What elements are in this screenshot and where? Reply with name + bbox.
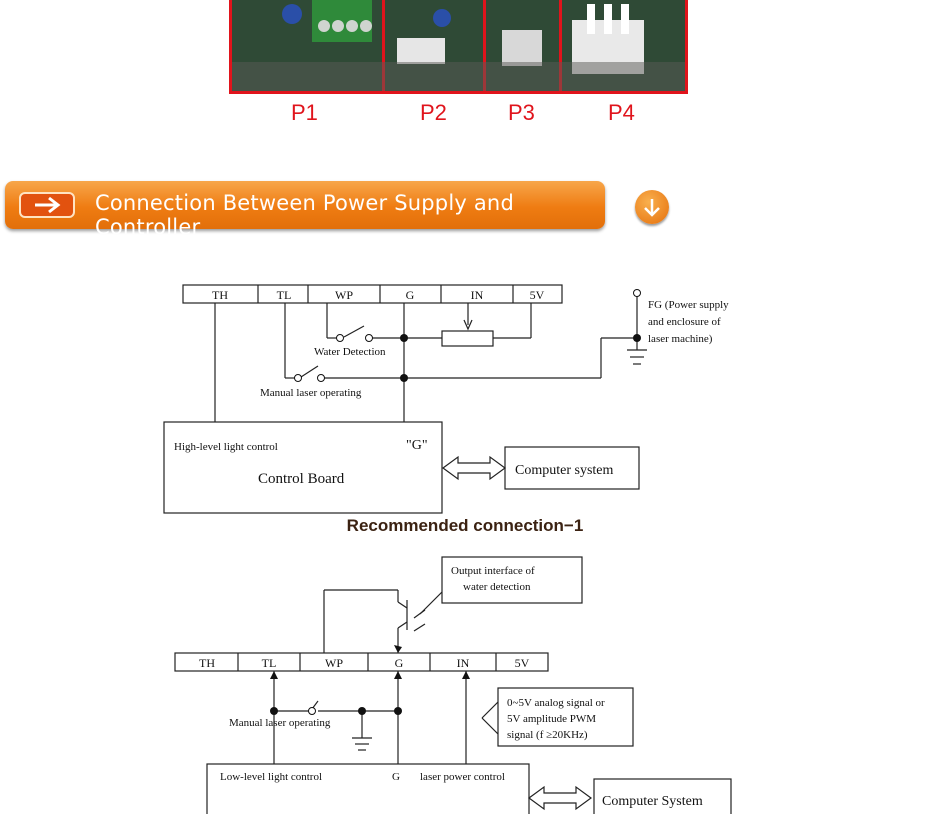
terminal-wp: WP [325, 656, 343, 670]
board-g-label: "G" [406, 438, 428, 453]
computer-system-label: Computer System [602, 794, 703, 809]
board-right-label: laser power control [420, 771, 505, 783]
pcb-divider [382, 0, 385, 91]
fg-note-line: and enclosure of [648, 316, 721, 328]
terminal-th: TH [199, 656, 215, 670]
signal-note-line: 0~5V analog signal or [507, 697, 605, 709]
terminal-tl: TL [277, 288, 292, 302]
signal-note-line: signal (f ≥20KHz) [507, 729, 588, 741]
manual-laser-label: Manual laser operating [229, 717, 331, 729]
terminal-th: TH [212, 288, 228, 302]
water-detection-label: Water Detection [314, 346, 386, 358]
pcb-label-p4: P4 [608, 100, 635, 125]
pcb-label-p3: P3 [508, 100, 535, 125]
terminal-wp: WP [335, 288, 353, 302]
wiring-diagram-1: TH TL WP G IN 5V Water Detection Manual … [163, 284, 729, 514]
section-banner: Connection Between Power Supply and Cont… [5, 181, 605, 239]
board-left-label: High-level light control [174, 441, 278, 453]
terminal-in: IN [471, 288, 484, 302]
output-note-line: Output interface of [451, 565, 535, 577]
pcb-photo [229, 0, 688, 94]
wiring-diagram-2: TH TL WP G IN 5V Output interface of wat… [174, 556, 732, 814]
output-note-line: water detection [463, 581, 531, 593]
section-title: Connection Between Power Supply and Cont… [95, 191, 514, 239]
arrow-down-icon[interactable] [635, 190, 669, 224]
control-board-label: Control Board [258, 471, 345, 487]
diagram-caption: Recommended connection−1 [346, 516, 584, 535]
terminal-5v: 5V [530, 288, 545, 302]
arrow-right-icon [19, 192, 75, 218]
board-left-label: Low-level light control [220, 771, 322, 783]
terminal-in: IN [457, 656, 470, 670]
pcb-label-p2: P2 [420, 100, 447, 125]
manual-laser-label: Manual laser operating [260, 387, 362, 399]
pcb-divider [483, 0, 486, 91]
terminal-g: G [406, 288, 415, 302]
fg-note-line: FG (Power supply [648, 299, 729, 311]
terminal-g: G [395, 656, 404, 670]
pcb-label-p1: P1 [291, 100, 318, 125]
board-g-label: G [392, 771, 400, 783]
pcb-components [232, 0, 685, 91]
fg-note-line: laser machine) [648, 333, 713, 345]
terminal-5v: 5V [515, 656, 530, 670]
computer-system-label: Computer system [515, 463, 613, 478]
signal-note-line: 5V amplitude PWM [507, 713, 596, 725]
pcb-divider [559, 0, 562, 91]
terminal-tl: TL [262, 656, 277, 670]
